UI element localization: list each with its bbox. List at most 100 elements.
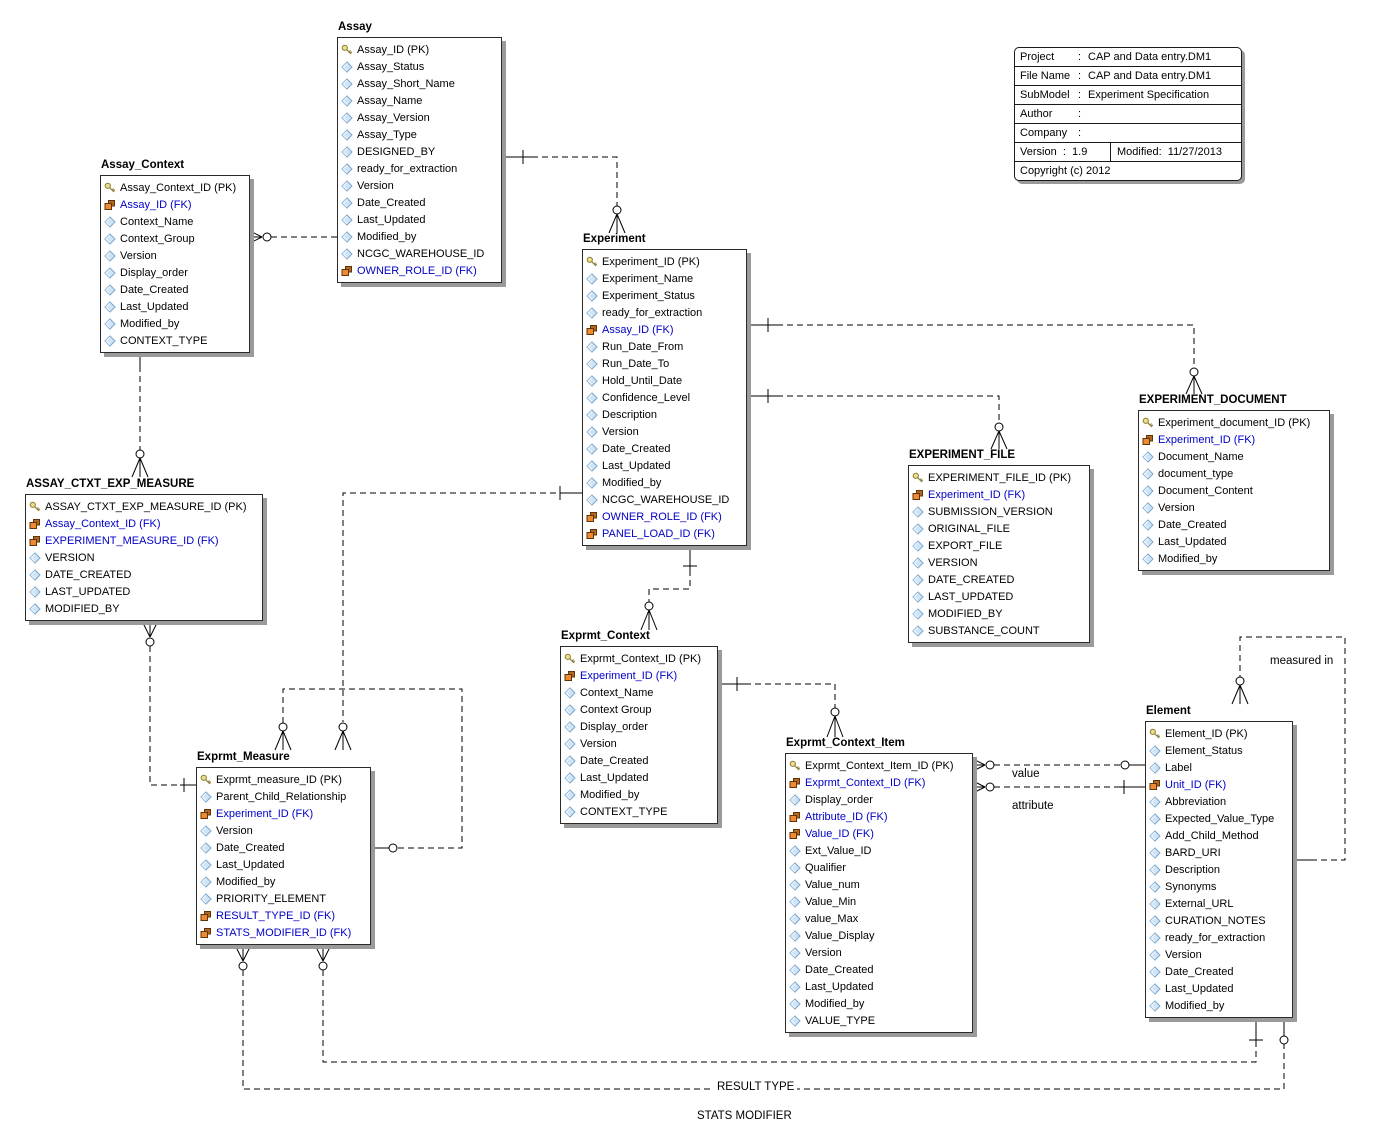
- model-info-box: Project : CAP and Data entry.DM1 File Na…: [1014, 47, 1242, 181]
- attribute-diamond-icon: [789, 980, 801, 993]
- attribute-row: Experiment_ID (FK): [200, 805, 367, 822]
- fk-icon: [104, 199, 116, 211]
- fk-icon: [586, 324, 598, 336]
- attribute-name: Experiment_ID (FK): [928, 488, 1026, 501]
- attribute-name: Assay_Version: [357, 111, 430, 124]
- attribute-row: Assay_Context_ID (FK): [29, 515, 259, 532]
- attribute-icon: [104, 300, 116, 313]
- info-value: Experiment Specification: [1088, 89, 1210, 101]
- attribute-row: document_type: [1142, 465, 1326, 482]
- attribute-row: Exprmt_Context_Item_ID (PK): [789, 757, 969, 774]
- fk-icon: [789, 811, 801, 823]
- attribute-row: Version: [564, 735, 714, 752]
- info-value: CAP and Data entry.DM1: [1088, 51, 1212, 63]
- attribute-row: Attribute_ID (FK): [789, 808, 969, 825]
- info-row-project: Project : CAP and Data entry.DM1: [1015, 48, 1241, 67]
- attribute-row: External_URL: [1149, 895, 1289, 912]
- attribute-diamond-icon: [104, 334, 116, 347]
- fk-icon: [1149, 779, 1161, 791]
- attribute-diamond-icon: [341, 94, 353, 107]
- attribute-row: VALUE_TYPE: [789, 1012, 969, 1029]
- attribute-name: Assay_ID (FK): [602, 323, 674, 336]
- attribute-icon: [341, 162, 353, 175]
- attribute-row: Last_Updated: [586, 457, 743, 474]
- attribute-name: External_URL: [1165, 897, 1234, 910]
- attribute-name: Document_Name: [1158, 450, 1244, 463]
- attribute-name: Date_Created: [120, 283, 189, 296]
- fk-icon: [1149, 779, 1160, 790]
- attribute-diamond-icon: [789, 861, 801, 874]
- attribute-icon: [586, 391, 598, 404]
- attribute-diamond-icon: [1142, 450, 1154, 463]
- rel-label-attribute: attribute: [1012, 800, 1054, 812]
- info-row-submodel: SubModel : Experiment Specification: [1015, 86, 1241, 105]
- info-row-version: Version : 1.9 Modified: 11/27/2013: [1015, 143, 1241, 162]
- pk-key-icon: [564, 653, 576, 663]
- attribute-row: Modified_by: [200, 873, 367, 890]
- attribute-diamond-icon: [104, 300, 116, 313]
- attribute-row: Version: [341, 177, 498, 194]
- attribute-row: Document_Name: [1142, 448, 1326, 465]
- attribute-row: OWNER_ROLE_ID (FK): [586, 508, 743, 525]
- attribute-row: Last_Updated: [789, 978, 969, 995]
- attribute-name: Date_Created: [216, 841, 285, 854]
- entity-attribute-list: Assay_Context_ID (PK)Assay_ID (FK)Contex…: [100, 175, 250, 353]
- pk-icon: [912, 472, 924, 484]
- attribute-row: MODIFIED_BY: [912, 605, 1086, 622]
- attribute-diamond-icon: [1149, 880, 1161, 893]
- attribute-icon: [586, 374, 598, 387]
- attribute-row: Modified_by: [564, 786, 714, 803]
- attribute-name: Attribute_ID (FK): [805, 810, 888, 823]
- attribute-diamond-icon: [912, 505, 924, 518]
- attribute-row: Experiment_document_ID (PK): [1142, 414, 1326, 431]
- attribute-diamond-icon: [912, 573, 924, 586]
- attribute-diamond-icon: [341, 60, 353, 73]
- attribute-row: Assay_Context_ID (PK): [104, 179, 246, 196]
- attribute-name: Context_Group: [120, 232, 195, 245]
- info-row-filename: File Name : CAP and Data entry.DM1: [1015, 67, 1241, 86]
- attribute-diamond-icon: [789, 878, 801, 891]
- info-value: CAP and Data entry.DM1: [1088, 70, 1212, 82]
- attribute-icon: [789, 844, 801, 857]
- fk-icon: [341, 265, 353, 277]
- attribute-name: VERSION: [45, 551, 95, 564]
- attribute-row: VERSION: [29, 549, 259, 566]
- attribute-icon: [912, 522, 924, 535]
- attribute-icon: [29, 585, 41, 598]
- rel-item-element-value: [972, 758, 1145, 772]
- attribute-icon: [1149, 880, 1161, 893]
- attribute-name: Version: [120, 249, 157, 262]
- attribute-row: DESIGNED_BY: [341, 143, 498, 160]
- rel-exprmtmeasure-element-lower: [234, 944, 1289, 1090]
- entity-title: Assay_Context: [101, 159, 185, 171]
- attribute-diamond-icon: [341, 77, 353, 90]
- attribute-diamond-icon: [200, 892, 212, 905]
- attribute-name: VERSION: [928, 556, 978, 569]
- attribute-diamond-icon: [564, 771, 576, 784]
- attribute-row: Last_Updated: [200, 856, 367, 873]
- fk-icon: [912, 489, 923, 500]
- attribute-diamond-icon: [564, 703, 576, 716]
- attribute-name: document_type: [1158, 467, 1234, 480]
- attribute-icon: [912, 556, 924, 569]
- attribute-row: Date_Created: [341, 194, 498, 211]
- info-row-author: Author :: [1015, 105, 1241, 124]
- attribute-row: Date_Created: [789, 961, 969, 978]
- attribute-diamond-icon: [104, 283, 116, 296]
- attribute-row: ready_for_extraction: [1149, 929, 1289, 946]
- attribute-row: Version: [586, 423, 743, 440]
- attribute-row: Hold_Until_Date: [586, 372, 743, 389]
- attribute-row: value_Max: [789, 910, 969, 927]
- attribute-diamond-icon: [1149, 931, 1161, 944]
- attribute-name: Value_Display: [805, 929, 875, 942]
